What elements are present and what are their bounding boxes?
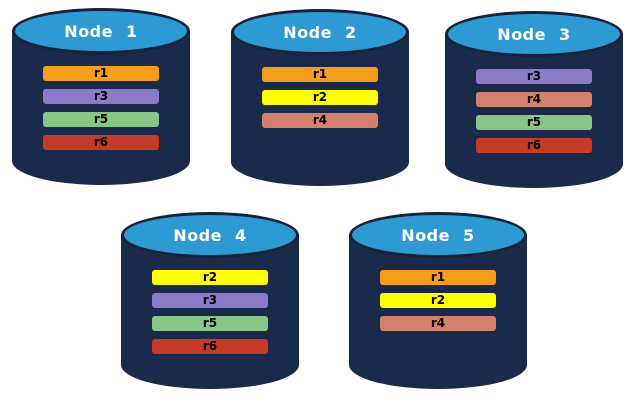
db-node-5: Node 5 r1 r2 r4 [349,212,527,389]
db-node-4: Node 4 r2 r3 r5 r6 [121,212,299,389]
replica-bar: r3 [476,69,592,84]
node-title: Node 1 [64,21,138,41]
db-node-3: Node 3 r3 r4 r5 r6 [445,11,623,188]
replica-bar: r3 [152,293,268,308]
replica-bar: r2 [262,90,378,105]
replica-bar: r1 [262,67,378,82]
replica-bar: r3 [43,89,159,104]
node-title: Node 5 [401,225,475,245]
db-node-2: Node 2 r1 r2 r4 [231,9,409,186]
node-title: Node 4 [173,225,247,245]
cylinder-top: Node 2 [231,9,409,55]
replica-list: r1 r2 r4 [380,270,496,331]
cylinder-body [121,235,299,389]
replica-bar: r4 [262,113,378,128]
cylinder-body [445,34,623,188]
node-title: Node 3 [497,24,571,44]
replica-bar: r1 [380,270,496,285]
replica-bar: r5 [476,115,592,130]
replica-list: r3 r4 r5 r6 [476,69,592,153]
replica-bar: r6 [43,135,159,150]
replica-bar: r4 [380,316,496,331]
cylinder-top: Node 4 [121,212,299,258]
cylinder-body [12,31,190,185]
replica-bar: r6 [152,339,268,354]
replica-bar: r5 [152,316,268,331]
replica-bar: r4 [476,92,592,107]
replica-bar: r2 [380,293,496,308]
cylinder-body [231,32,409,186]
replica-list: r1 r2 r4 [262,67,378,128]
cylinder-top: Node 5 [349,212,527,258]
replica-list: r1 r3 r5 r6 [43,66,159,150]
replica-bar: r2 [152,270,268,285]
db-node-1: Node 1 r1 r3 r5 r6 [12,8,190,185]
replica-bar: r6 [476,138,592,153]
cylinder-top: Node 3 [445,11,623,57]
cylinder-body [349,235,527,389]
replica-bar: r5 [43,112,159,127]
cylinder-top: Node 1 [12,8,190,54]
node-title: Node 2 [283,22,357,42]
replica-list: r2 r3 r5 r6 [152,270,268,354]
replica-bar: r1 [43,66,159,81]
